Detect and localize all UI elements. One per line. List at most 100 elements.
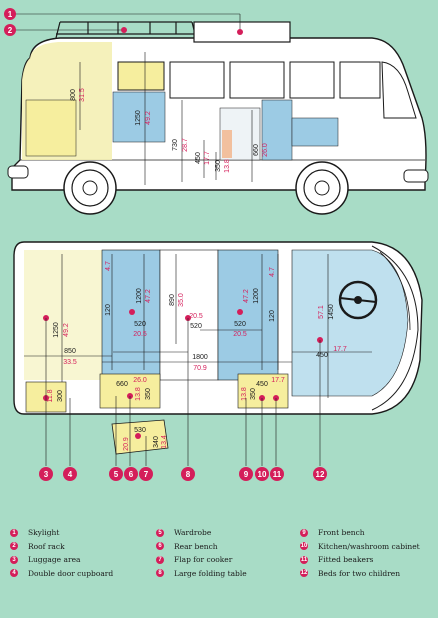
plan-rear-bench	[101, 249, 161, 381]
legend-num: 2	[10, 542, 18, 551]
legend-num: 3	[10, 555, 18, 564]
plan-dim-138c: 13.8	[241, 387, 248, 401]
plan-dim-205c: 20.5	[189, 313, 203, 320]
side-dim-450-in: 17.7	[204, 151, 211, 165]
plan-dim-450: 450	[316, 352, 328, 359]
legend-item-front-bench: 9 Front bench	[300, 526, 420, 540]
legend-num: 4	[10, 569, 18, 578]
plan-dim-177: 17.7	[333, 346, 347, 353]
plan-dim-1250: 1250	[53, 322, 60, 338]
plan-dim-300: 300	[57, 390, 64, 402]
plan-dim-209: 20.9	[123, 437, 130, 451]
plan-dim-890: 890	[169, 294, 176, 306]
plan-dim-520a: 520	[134, 321, 146, 328]
legend-num: 6	[156, 542, 164, 551]
callout-1-marker	[4, 8, 16, 20]
plan-dim-520c: 520	[190, 323, 202, 330]
rear-wheel	[63, 161, 117, 215]
callout-5-marker	[109, 467, 123, 481]
plan-dim-530: 530	[134, 427, 146, 434]
plan-front-bench	[217, 249, 279, 381]
legend-item-rear-bench: 6 Rear bench	[156, 540, 247, 554]
callout-11-num: 11	[273, 470, 282, 479]
callout-6-num: 6	[129, 470, 134, 479]
side-window-4	[289, 61, 335, 99]
legend-num: 8	[156, 569, 164, 578]
callout-4-marker	[63, 467, 77, 481]
side-dim-730-in: 28.7	[182, 138, 189, 152]
plan-dim-120b: 120	[269, 310, 276, 322]
plan-dim-47b: 4.7	[269, 267, 276, 277]
legend-num: 1	[10, 528, 18, 537]
steering-wheel	[338, 280, 378, 320]
side-dim-800-in: 31.5	[79, 88, 86, 102]
plan-dim-118: 11.8	[47, 389, 54, 402]
plan-dim-120a: 120	[105, 304, 112, 316]
legend-num: 9	[300, 528, 308, 537]
plan-dim-1250-in: 49.2	[63, 323, 70, 337]
plan-dim-472b: 47.2	[243, 289, 250, 303]
plan-dim-260: 26.0	[133, 377, 147, 384]
callout-9-num: 9	[244, 470, 249, 479]
plan-dim-134: 13.4	[161, 435, 168, 449]
callout-12-marker	[313, 467, 327, 481]
legend-label: Front bench	[318, 528, 365, 538]
plan-table-area	[159, 249, 219, 381]
plan-kitchen-cabinet	[237, 373, 289, 409]
callout-2-num: 2	[8, 26, 13, 35]
plan-dim-1200a: 1200	[136, 288, 143, 304]
side-rear-cupboard	[25, 99, 77, 157]
legend-num: 12	[300, 569, 308, 578]
callout-12-num: 12	[316, 470, 325, 479]
callout-10-num: 10	[258, 470, 267, 479]
legend-item-roof-rack: 2 Roof rack	[10, 540, 113, 554]
callout-9-marker	[239, 467, 253, 481]
plan-dim-571: 57.1	[318, 305, 325, 319]
plan-dim-350b: 350	[145, 388, 152, 400]
plan-dim-205b: 20.5	[233, 331, 247, 338]
legend-label: Fitted beakers	[318, 555, 374, 565]
callout-7-num: 7	[144, 470, 149, 479]
plan-dim-472a: 47.2	[145, 289, 152, 303]
legend-item-large-folding-table: 8 Large folding table	[156, 567, 247, 581]
plan-luggage-area	[24, 250, 102, 380]
plan-dim-1450: 1450	[328, 304, 335, 320]
plan-dim-350c: 350	[250, 388, 257, 400]
plan-dim-350: 35.0	[178, 293, 185, 307]
side-window-2	[169, 61, 225, 99]
legend-item-kitchen-washroom-cabinet: 10 Kitchen/washroom cabinet	[300, 540, 420, 554]
callout-11-marker	[270, 467, 284, 481]
rear-bumper	[7, 165, 29, 179]
callout-7-marker	[139, 467, 153, 481]
legend-num: 10	[300, 542, 308, 551]
side-window-cab	[339, 61, 381, 99]
side-window-1	[117, 61, 165, 91]
front-wheel	[295, 161, 349, 215]
legend-label: Kitchen/washroom cabinet	[318, 541, 420, 551]
side-window-3	[229, 61, 285, 99]
legend-label: Rear bench	[174, 541, 218, 551]
side-cab-seat	[291, 117, 339, 147]
plan-callouts: 3 4 5 6 7 8 9 10 11 12	[39, 467, 327, 481]
plan-dim-1200b: 1200	[253, 288, 260, 304]
legend-label: Roof rack	[28, 541, 65, 551]
side-dim-800: 800	[70, 89, 77, 101]
plan-cab-beds	[291, 249, 409, 397]
legend-label: Large folding table	[174, 568, 247, 578]
plan-dim-138: 13.8	[135, 387, 142, 401]
callout-8-marker	[181, 467, 195, 481]
side-dim-1250: 1250	[135, 110, 142, 126]
plan-dim-205a: 20.5	[133, 331, 147, 338]
callout-4-num: 4	[68, 470, 73, 479]
legend-num: 5	[156, 528, 164, 537]
